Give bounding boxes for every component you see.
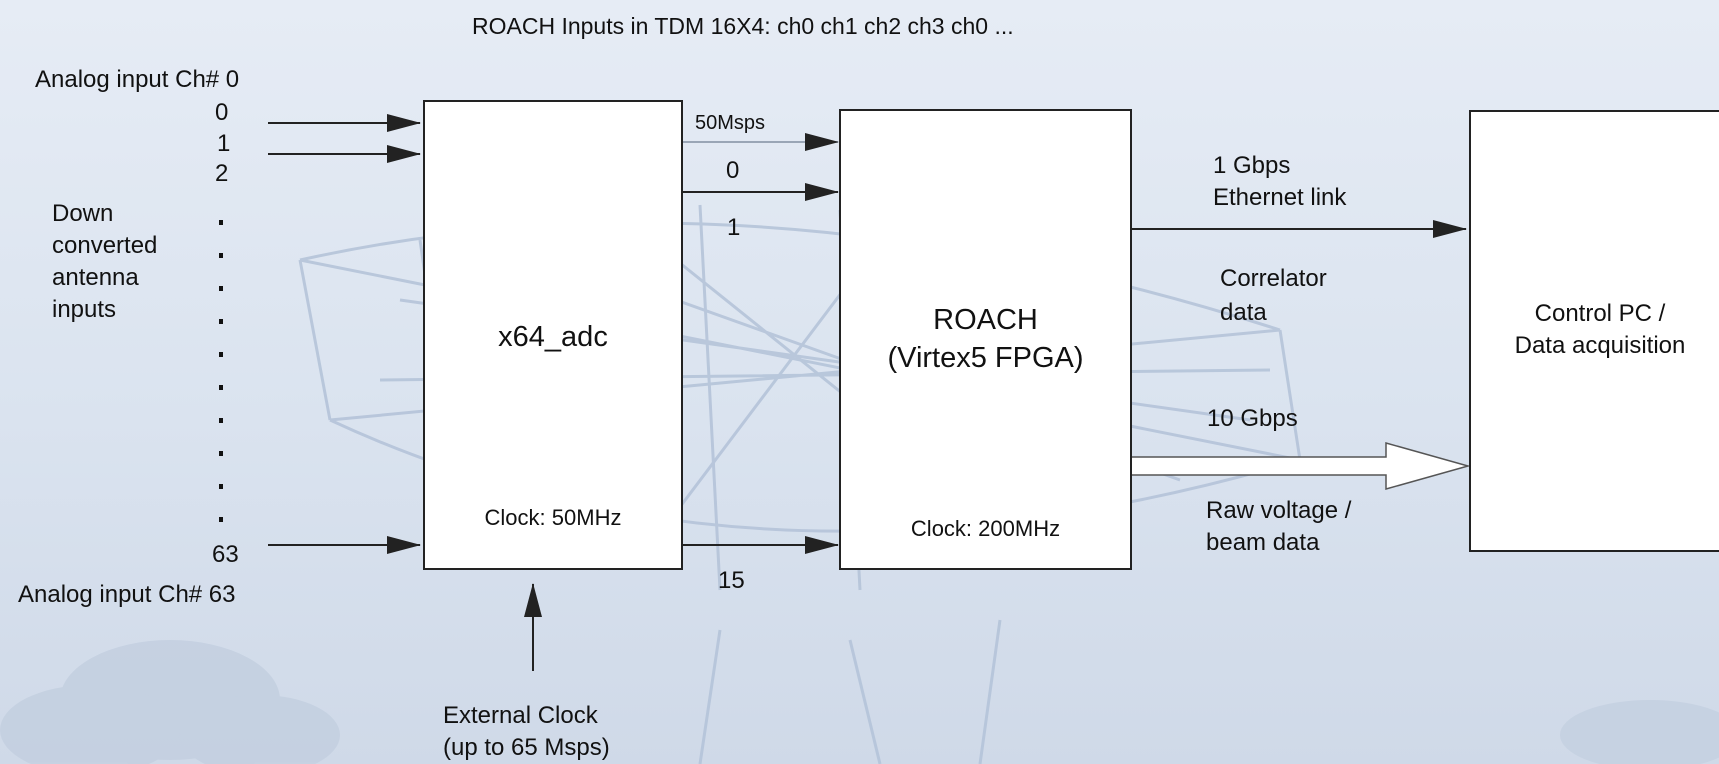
control-pc-name: Control PC / Data acquisition: [1471, 298, 1719, 362]
input-description: Down converted antenna inputs: [52, 198, 157, 326]
adc-output-label-1: 1: [727, 214, 740, 242]
adc-output-rate: 50Msps: [695, 111, 765, 135]
roach-name: ROACH (Virtex5 FPGA): [841, 301, 1130, 377]
ten-gbps-label: 10 Gbps: [1207, 405, 1298, 433]
adc-output-label-0: 0: [726, 157, 739, 185]
adc-name: x64_adc: [425, 320, 681, 354]
external-clock-label: External Clock (up to 65 Msps): [443, 700, 610, 764]
roach-block: ROACH (Virtex5 FPGA) Clock: 200MHz: [839, 109, 1132, 570]
channel-number-2: 2: [215, 160, 228, 188]
channel-number-1: 1: [217, 130, 230, 158]
channel-number-0: 0: [215, 99, 228, 127]
roach-clock: Clock: 200MHz: [841, 515, 1130, 543]
channel-number-63: 63: [212, 541, 239, 569]
adc-output-label-15: 15: [718, 567, 745, 595]
analog-input-bottom-label: Analog input Ch# 63: [18, 581, 236, 609]
adc-block: x64_adc Clock: 50MHz: [423, 100, 683, 570]
analog-input-top-label: Analog input Ch# 0: [35, 66, 239, 94]
correlator-data-label: Correlator data: [1220, 262, 1327, 330]
ten-gbps-hollow-arrow: [1131, 443, 1468, 489]
adc-clock: Clock: 50MHz: [425, 504, 681, 532]
diagram-title: ROACH Inputs in TDM 16X4: ch0 ch1 ch2 ch…: [472, 12, 1014, 40]
raw-voltage-label: Raw voltage / beam data: [1206, 495, 1351, 559]
control-pc-block: Control PC / Data acquisition: [1469, 110, 1719, 552]
ethernet-link-label: 1 Gbps Ethernet link: [1213, 150, 1346, 214]
